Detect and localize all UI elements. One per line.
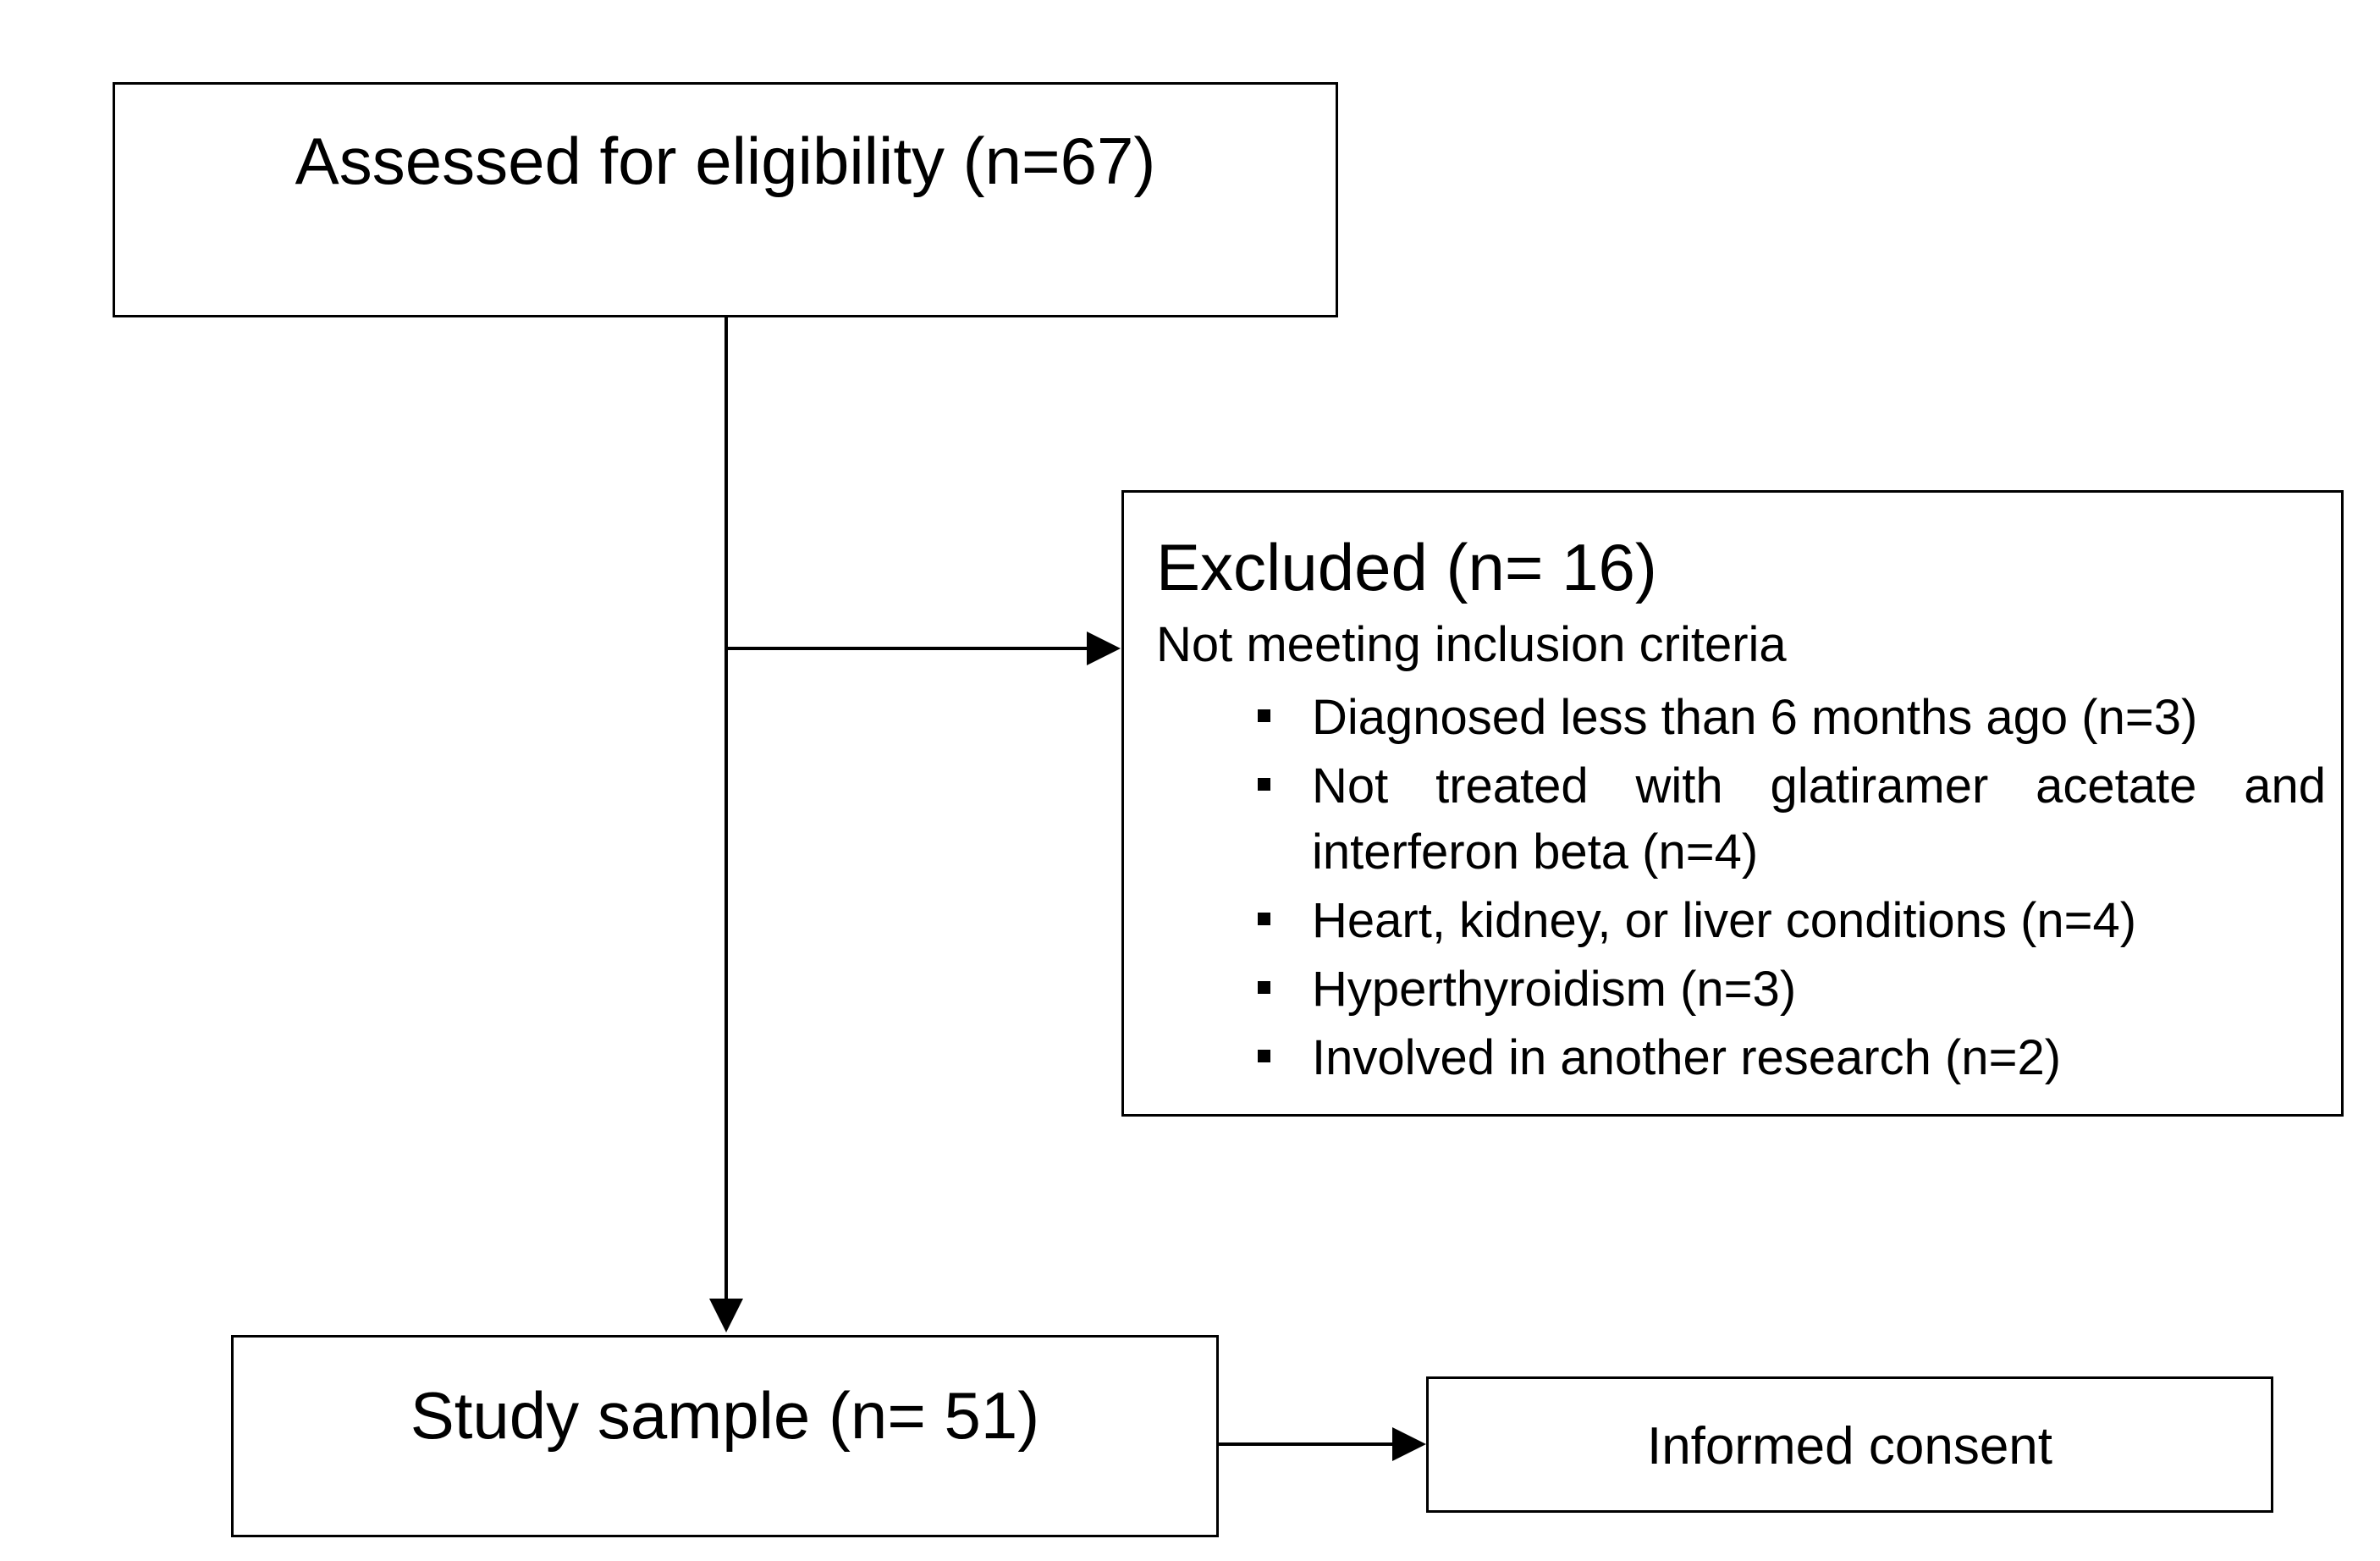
exclusion-criterion: Diagnosed less than 6 months ago (n=3) — [1234, 685, 2326, 751]
exclusion-subtitle: Not meeting inclusion criteria — [1156, 617, 1787, 672]
exclusion-criterion-text: Not treated with glatiramer acetate and … — [1312, 758, 2326, 880]
assessed-for-eligibility-label: Assessed for eligibility (n=67) — [295, 124, 1156, 198]
exclusion-criterion-text: Diagnosed less than 6 months ago (n=3) — [1312, 690, 2198, 745]
square-bullet-icon — [1258, 913, 1270, 925]
excluded-box: Excluded (n= 16) Not meeting inclusion c… — [1121, 490, 2344, 1117]
exclusion-criterion-text: Involved in another research (n=2) — [1312, 1030, 2062, 1085]
square-bullet-icon — [1258, 709, 1270, 722]
exclusion-criterion-text: Heart, kidney, or liver conditions (n=4) — [1312, 893, 2137, 948]
exclusion-criterion: Heart, kidney, or liver conditions (n=4) — [1234, 888, 2326, 954]
excluded-title: Excluded (n= 16) — [1156, 530, 1657, 604]
assessed-for-eligibility-box: Assessed for eligibility (n=67) — [113, 82, 1338, 317]
exclusion-criterion: Involved in another research (n=2) — [1234, 1025, 2326, 1091]
square-bullet-icon — [1258, 778, 1270, 791]
exclusion-criterion: Hyperthyroidism (n=3) — [1234, 957, 2326, 1023]
informed-consent-label: Informed consent — [1646, 1417, 2053, 1476]
informed-consent-box: Informed consent — [1426, 1376, 2273, 1513]
exclusion-criteria-list: Diagnosed less than 6 months ago (n=3) N… — [1234, 685, 2326, 1091]
exclusion-criterion: Not treated with glatiramer acetate and … — [1234, 753, 2326, 885]
study-sample-label: Study sample (n= 51) — [410, 1378, 1040, 1453]
square-bullet-icon — [1258, 1050, 1270, 1062]
study-sample-box: Study sample (n= 51) — [231, 1335, 1219, 1537]
square-bullet-icon — [1258, 981, 1270, 994]
exclusion-criterion-text: Hyperthyroidism (n=3) — [1312, 962, 1797, 1017]
